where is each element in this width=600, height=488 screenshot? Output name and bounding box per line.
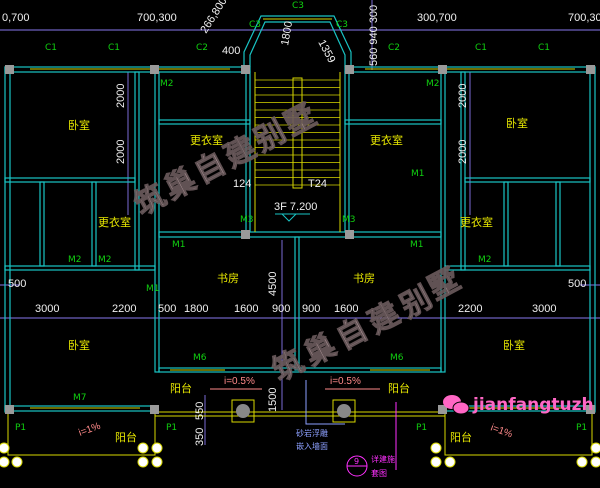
door-label: M2 (478, 255, 492, 265)
room-study: 书房 (353, 272, 375, 285)
room-balcony: 阳台 (115, 430, 137, 444)
room-bedroom: 卧室 (506, 116, 528, 130)
dim-text: 700,300 (568, 12, 600, 24)
room-study: 书房 (217, 272, 239, 285)
door-label: M6 (193, 353, 207, 363)
dim-text: 2000 (115, 84, 127, 108)
dim-text: 1800 (279, 20, 295, 46)
brand-badge: jianfangtuzh (443, 395, 594, 415)
top-dimensions: 0,700 700,300 266,800 300,700 700,300 40… (2, 0, 600, 66)
room-bedroom: 卧室 (503, 338, 525, 352)
brand-text: jianfangtuzh (472, 395, 594, 415)
window-label: C1 (45, 43, 57, 53)
dim-text: 1500 (267, 388, 279, 412)
dim-text: 2000 (457, 140, 469, 164)
dim-text: 1600 (334, 303, 358, 315)
dim-text: 700,300 (137, 12, 177, 24)
dim-text: 500 (568, 278, 586, 290)
dim-text: 560 940 300 (368, 5, 380, 66)
relief-note-1: 砂岩浮雕 (296, 428, 328, 438)
dim-text: 0,700 (2, 12, 30, 24)
relief-note-2: 嵌入墙面 (296, 441, 328, 451)
dim-text: 400 (222, 45, 240, 57)
stair-down: 124 (233, 178, 251, 190)
door-label: M3 (240, 215, 254, 225)
door-label: P1 (576, 423, 587, 433)
stair-up: T24 (308, 178, 327, 190)
drains (231, 399, 356, 423)
door-labels: M2 M2 M1 M3 M3 M1 M1 M2 M2 M2 M1 M6 M6 M… (15, 79, 587, 433)
detail-note-1: 详建施 (371, 454, 395, 464)
door-label: M2 (426, 79, 440, 89)
room-balcony: 阳台 (170, 381, 192, 395)
wechat-icon (443, 395, 470, 415)
window-label: C1 (538, 43, 550, 53)
room-dressing: 更衣室 (370, 133, 403, 147)
dim-text: 550 (194, 402, 206, 420)
room-dressing: 更衣室 (190, 133, 223, 147)
columns (5, 65, 595, 414)
stair (255, 79, 340, 186)
slope-label: i=1% (489, 422, 514, 440)
dim-text: 900 (272, 303, 290, 315)
dim-text: 1359 (315, 38, 337, 65)
dim-text: 350 (194, 428, 206, 446)
dim-text: 3000 (532, 303, 556, 315)
door-label: P1 (15, 423, 26, 433)
window-label: C3 (249, 20, 261, 30)
window-label: C2 (388, 43, 400, 53)
door-label: P1 (416, 423, 427, 433)
dimension-text: 2000 2000 2000 2000 500 500 3000 2200 50… (8, 84, 586, 446)
dim-text: 300,700 (417, 12, 457, 24)
dim-text: 500 (8, 278, 26, 290)
slope-label: i=1% (77, 421, 102, 439)
door-label: M3 (342, 215, 356, 225)
stair-labels: 124 T24 3F 7.200 (233, 178, 327, 222)
dim-text: 2200 (112, 303, 136, 315)
dim-text: 1800 (184, 303, 208, 315)
door-label: M7 (73, 393, 87, 403)
door-label: M6 (390, 353, 404, 363)
detail-number: 9 (354, 457, 359, 466)
dim-text: 900 (302, 303, 320, 315)
dim-text: 2200 (458, 303, 482, 315)
door-label: M2 (98, 255, 112, 265)
slope-label: i=0.5% (330, 376, 361, 387)
room-balcony: 阳台 (388, 381, 410, 395)
slope-label: i=0.5% (224, 376, 255, 387)
dim-text: 2000 (115, 140, 127, 164)
window-label: C1 (108, 43, 120, 53)
door-label: M2 (160, 79, 174, 89)
room-balcony: 阳台 (450, 430, 472, 444)
dimension-lines (0, 0, 600, 445)
windows (7, 18, 593, 456)
dim-text: 1600 (234, 303, 258, 315)
door-label: M1 (411, 169, 425, 179)
window-label: C2 (196, 43, 208, 53)
room-dressing: 更衣室 (98, 215, 131, 229)
window-labels: C1 C1 C2 C3 C3 C3 C2 C1 C1 (45, 1, 550, 53)
dim-text: 500 (158, 303, 176, 315)
dim-text: 3000 (35, 303, 59, 315)
door-label: M1 (410, 240, 424, 250)
detail-note-2: 套图 (371, 468, 387, 478)
room-labels: 卧室 卧室 更衣室 更衣室 更衣室 更衣室 书房 书房 卧室 卧室 阳台 阳台 … (68, 116, 528, 444)
window-label: C3 (336, 20, 348, 30)
room-bedroom: 卧室 (68, 338, 90, 352)
door-label: M2 (68, 255, 82, 265)
window-label: C1 (475, 43, 487, 53)
door-label: P1 (166, 423, 177, 433)
door-label: M1 (146, 284, 160, 294)
floor-level: 3F 7.200 (274, 201, 317, 213)
detail-callout: 9 详建施 套图 砂岩浮雕 嵌入墙面 (296, 380, 397, 478)
door-label: M1 (172, 240, 186, 250)
dim-text: 4500 (267, 272, 279, 296)
dim-text: 2000 (457, 84, 469, 108)
balcony-posts (0, 442, 600, 468)
window-label: C3 (292, 1, 304, 11)
room-dressing: 更衣室 (460, 215, 493, 229)
room-bedroom: 卧室 (68, 118, 90, 132)
